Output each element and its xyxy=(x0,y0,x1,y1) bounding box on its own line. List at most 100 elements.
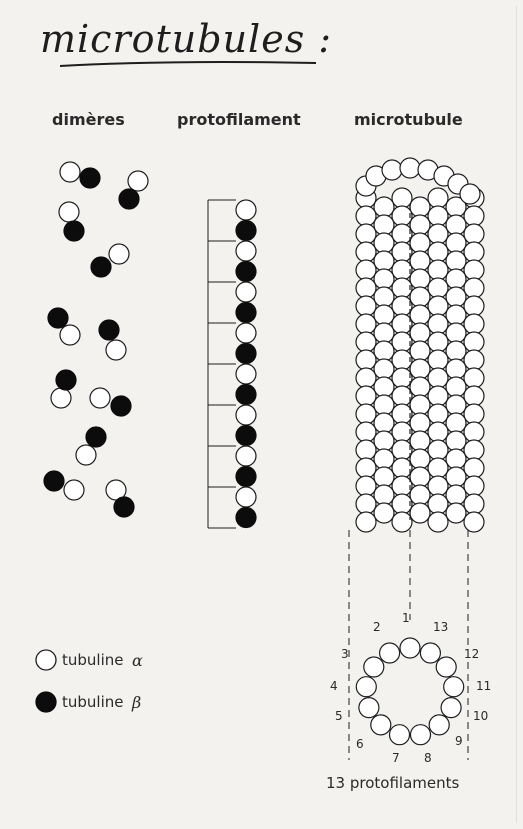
tubulin-subunit xyxy=(410,377,430,397)
tubulin-subunit xyxy=(446,323,466,343)
beta-tubulin xyxy=(236,303,256,323)
tubulin-subunit xyxy=(356,206,376,226)
tubulin-subunit xyxy=(410,395,430,415)
tubulin-subunit xyxy=(392,260,412,280)
tubulin-subunit xyxy=(392,494,412,514)
tubulin-subunit xyxy=(464,476,484,496)
tubulin-subunit xyxy=(410,431,430,451)
alpha-tubulin xyxy=(236,241,256,261)
tubulin-subunit xyxy=(446,287,466,307)
tubulin-dimer xyxy=(91,244,129,277)
page-title: microtubules : xyxy=(40,17,332,61)
alpha-tubulin xyxy=(236,200,256,220)
tubulin-subunit xyxy=(428,386,448,406)
legend: tubuline α tubuline β xyxy=(36,650,143,712)
alpha-tubulin xyxy=(109,244,129,264)
tubulin-subunit xyxy=(374,413,394,433)
alpha-tubulin xyxy=(236,282,256,302)
tubulin-subunit xyxy=(446,251,466,271)
tubulin-subunit xyxy=(428,440,448,460)
tubulin-subunit xyxy=(356,422,376,442)
tubulin-subunit xyxy=(392,224,412,244)
tubulin-subunit xyxy=(410,467,430,487)
tubulin-subunit xyxy=(392,296,412,316)
protofilament-section xyxy=(436,657,456,677)
tubulin-dimer xyxy=(59,202,84,241)
beta-tubulin-swatch xyxy=(36,692,56,712)
tubulin-subunit xyxy=(392,368,412,388)
tubulin-subunit xyxy=(428,368,448,388)
tubulin-subunit xyxy=(464,458,484,478)
protofilament-number: 10 xyxy=(473,709,488,723)
protofilament-section xyxy=(411,725,431,745)
tubulin-subunit xyxy=(446,449,466,469)
heading-dimers: dimères xyxy=(52,110,125,129)
alpha-tubulin xyxy=(236,405,256,425)
beta-tubulin xyxy=(48,308,68,328)
tubulin-subunit xyxy=(374,287,394,307)
tubulin-subunit xyxy=(374,467,394,487)
tubulin-subunit xyxy=(392,404,412,424)
tubulin-subunit xyxy=(410,413,430,433)
tubulin-subunit xyxy=(428,404,448,424)
tubulin-subunit xyxy=(374,503,394,523)
alpha-tubulin xyxy=(64,480,84,500)
beta-tubulin xyxy=(99,320,119,340)
tubulin-dimer xyxy=(119,171,148,209)
tubulin-subunit xyxy=(410,287,430,307)
tubulin-subunit xyxy=(428,476,448,496)
tubulin-subunit xyxy=(464,242,484,262)
tubulin-dimer xyxy=(99,320,126,360)
beta-tubulin xyxy=(44,471,64,491)
tubulin-subunit xyxy=(428,314,448,334)
protofilament-number: 9 xyxy=(455,734,463,748)
tubulin-subunit xyxy=(428,278,448,298)
tubulin-subunit xyxy=(392,242,412,262)
alpha-tubulin-swatch xyxy=(36,650,56,670)
protofilament-section xyxy=(364,657,384,677)
alpha-tubulin xyxy=(236,323,256,343)
protofilament-number: 2 xyxy=(373,620,381,634)
tubulin-subunit xyxy=(356,368,376,388)
legend-alpha-label: tubuline xyxy=(62,651,124,669)
alpha-tubulin xyxy=(51,388,71,408)
protofilament-number: 1 xyxy=(402,611,410,625)
tubulin-dimer xyxy=(76,427,106,465)
alpha-tubulin xyxy=(106,340,126,360)
tubulin-subunit xyxy=(392,458,412,478)
tubulin-subunit xyxy=(428,260,448,280)
tubulin-subunit xyxy=(356,242,376,262)
tubulin-subunit xyxy=(410,323,430,343)
protofilament-section xyxy=(380,643,400,663)
tubulin-dimer xyxy=(48,308,80,345)
tubulin-subunit xyxy=(374,485,394,505)
alpha-tubulin xyxy=(60,162,80,182)
protofilament-section xyxy=(441,698,461,718)
tubulin-subunit xyxy=(464,512,484,532)
protofilament-number: 11 xyxy=(476,679,491,693)
tubulin-subunit xyxy=(356,512,376,532)
tubulin-subunit xyxy=(392,350,412,370)
tubulin-subunit xyxy=(410,269,430,289)
tubulin-subunit xyxy=(356,224,376,244)
tubulin-subunit xyxy=(392,206,412,226)
tubulin-subunit xyxy=(464,494,484,514)
tubulin-subunit xyxy=(356,260,376,280)
tubulin-subunit xyxy=(446,395,466,415)
tubulin-subunit xyxy=(428,206,448,226)
tubulin-subunit xyxy=(392,314,412,334)
tubulin-subunit xyxy=(356,476,376,496)
cross-section-numbers: 1 2 13 3 12 4 11 5 10 6 9 7 8 xyxy=(330,611,491,765)
protofilament-section xyxy=(429,715,449,735)
tubulin-subunit xyxy=(446,215,466,235)
tubulin-subunit xyxy=(446,485,466,505)
beta-tubulin xyxy=(236,385,256,405)
tubulin-subunit xyxy=(428,458,448,478)
tubulin-dimer xyxy=(106,480,134,517)
tubulin-dimer xyxy=(90,388,131,416)
tubulin-subunit xyxy=(428,422,448,442)
tubulin-dimer xyxy=(60,162,100,188)
alpha-tubulin xyxy=(236,487,256,507)
tubulin-subunit xyxy=(356,386,376,406)
